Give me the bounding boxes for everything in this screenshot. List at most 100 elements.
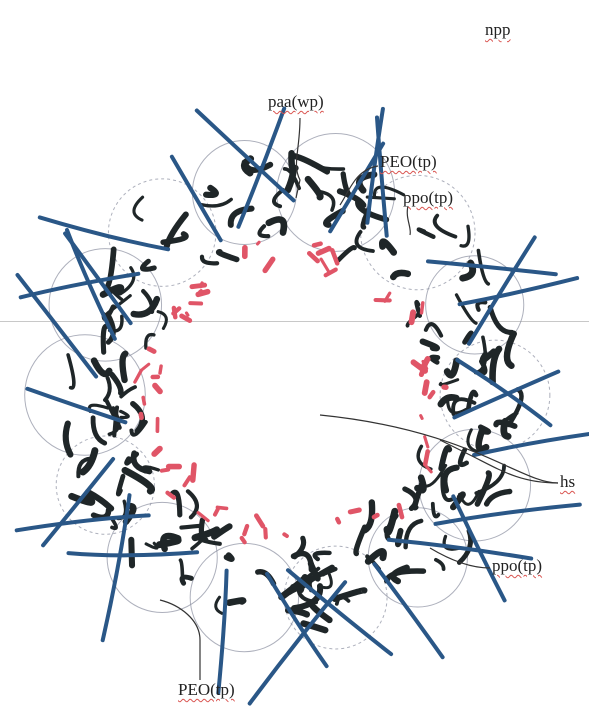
ppo-segment xyxy=(444,468,456,491)
inner-core-segment xyxy=(162,470,168,471)
label-paa-wp: paa(wp) xyxy=(268,92,324,112)
inner-core-segment xyxy=(258,242,260,244)
ppo-segment xyxy=(490,307,512,332)
inner-core-segment xyxy=(399,505,402,517)
ppo-segment xyxy=(201,199,231,206)
peo-chain xyxy=(250,582,345,703)
inner-core-segment xyxy=(174,308,175,317)
inner-core-segment xyxy=(425,437,428,447)
ppo-segment xyxy=(433,504,439,517)
label-hs: hs xyxy=(560,472,575,492)
leader-line xyxy=(407,206,410,235)
inner-core-segment xyxy=(143,364,149,369)
ppo-segment xyxy=(382,242,393,253)
ppo-segment xyxy=(146,335,154,349)
ppo-segment xyxy=(105,378,110,400)
ppo-segment xyxy=(374,187,403,197)
ppo-segment xyxy=(338,247,354,260)
peo-chain xyxy=(40,217,168,249)
inner-core-segment xyxy=(143,398,144,404)
inner-core-segment xyxy=(265,529,266,538)
ppo-segment xyxy=(114,408,117,436)
ppo-segment xyxy=(477,302,485,310)
ppo-segment xyxy=(356,232,372,251)
ppo-segment xyxy=(423,342,437,349)
inner-core-segment xyxy=(256,516,263,526)
ppo-segment xyxy=(106,249,113,288)
ppo-segment xyxy=(440,380,458,385)
inner-core-segment xyxy=(314,244,321,246)
inner-core-segment xyxy=(200,291,201,292)
ppo-segment xyxy=(269,219,284,232)
ppo-segment xyxy=(461,226,469,246)
ppo-segment xyxy=(504,421,508,436)
ppo-segment xyxy=(295,156,327,171)
ppo-segment xyxy=(315,553,330,559)
ppo-segment xyxy=(123,354,126,380)
inner-core-segment xyxy=(430,392,434,397)
shell-arc xyxy=(108,179,216,287)
ppo-segment xyxy=(507,334,514,366)
inner-core-segment xyxy=(422,303,423,313)
inner-core-segment xyxy=(215,509,218,515)
ppo-segment xyxy=(146,543,157,548)
peo-chain xyxy=(374,564,442,657)
hydrophobic-ppo-block xyxy=(66,153,522,630)
inner-core-segment xyxy=(421,416,422,419)
ppo-segment xyxy=(216,597,222,613)
ppo-segment xyxy=(94,361,109,374)
inner-core-segment xyxy=(265,259,273,270)
ppo-segment xyxy=(229,600,243,602)
ppo-segment xyxy=(182,577,191,583)
inner-core-segment xyxy=(242,538,245,542)
ppo-segment xyxy=(68,355,74,388)
ppo-segment xyxy=(103,326,107,352)
peo-chain xyxy=(474,433,589,455)
ppo-segment xyxy=(142,261,154,269)
ppo-segment xyxy=(308,179,320,197)
ppo-segment xyxy=(487,492,510,504)
ppo-segment xyxy=(94,510,109,517)
inner-core-segment xyxy=(155,386,160,392)
ppo-segment xyxy=(457,295,477,323)
inner-core-segment xyxy=(284,534,287,536)
label-peo-tp-bottom: PEO(tp) xyxy=(178,680,235,700)
ppo-segment xyxy=(131,540,132,566)
inner-core-segment xyxy=(182,316,190,321)
inner-core-segment xyxy=(141,414,142,418)
label-npp: npp xyxy=(485,20,511,40)
peo-chain xyxy=(428,261,556,274)
label-ppo-tp-top: ppo(tp) xyxy=(403,188,453,208)
inner-core-segment xyxy=(154,449,160,454)
ppo-segment xyxy=(274,190,283,206)
inner-core-segment xyxy=(193,465,194,480)
ppo-segment xyxy=(387,511,395,532)
inner-core-segment xyxy=(321,259,328,271)
inner-core-segment xyxy=(160,366,161,373)
inner-core-segment xyxy=(192,285,205,287)
inner-core-segment xyxy=(244,526,247,534)
ppo-segment xyxy=(219,252,237,260)
ppo-segment xyxy=(436,560,444,569)
inner-core-segment xyxy=(337,519,339,522)
ppo-segment xyxy=(112,520,116,529)
ppo-segment xyxy=(435,216,456,237)
inner-core-segment xyxy=(425,451,428,464)
ppo-segment xyxy=(431,357,437,362)
leader-line xyxy=(320,415,558,483)
inner-core-segment xyxy=(149,349,154,352)
ppo-segment xyxy=(426,324,441,336)
inner-core-segment xyxy=(185,477,190,485)
inner-core-segment xyxy=(412,312,414,322)
ppo-segment xyxy=(393,273,408,277)
label-peo-tp-top: PEO(tp) xyxy=(380,152,437,172)
ppo-segment xyxy=(134,197,143,220)
ppo-segment xyxy=(206,188,216,195)
inner-core-segment xyxy=(350,510,359,512)
ppo-segment xyxy=(227,555,232,559)
ppo-segment xyxy=(356,527,365,554)
inner-core-segment xyxy=(332,250,337,263)
inner-core-segment xyxy=(425,382,427,393)
ppo-segment xyxy=(118,476,123,494)
ppo-segment xyxy=(93,418,105,443)
